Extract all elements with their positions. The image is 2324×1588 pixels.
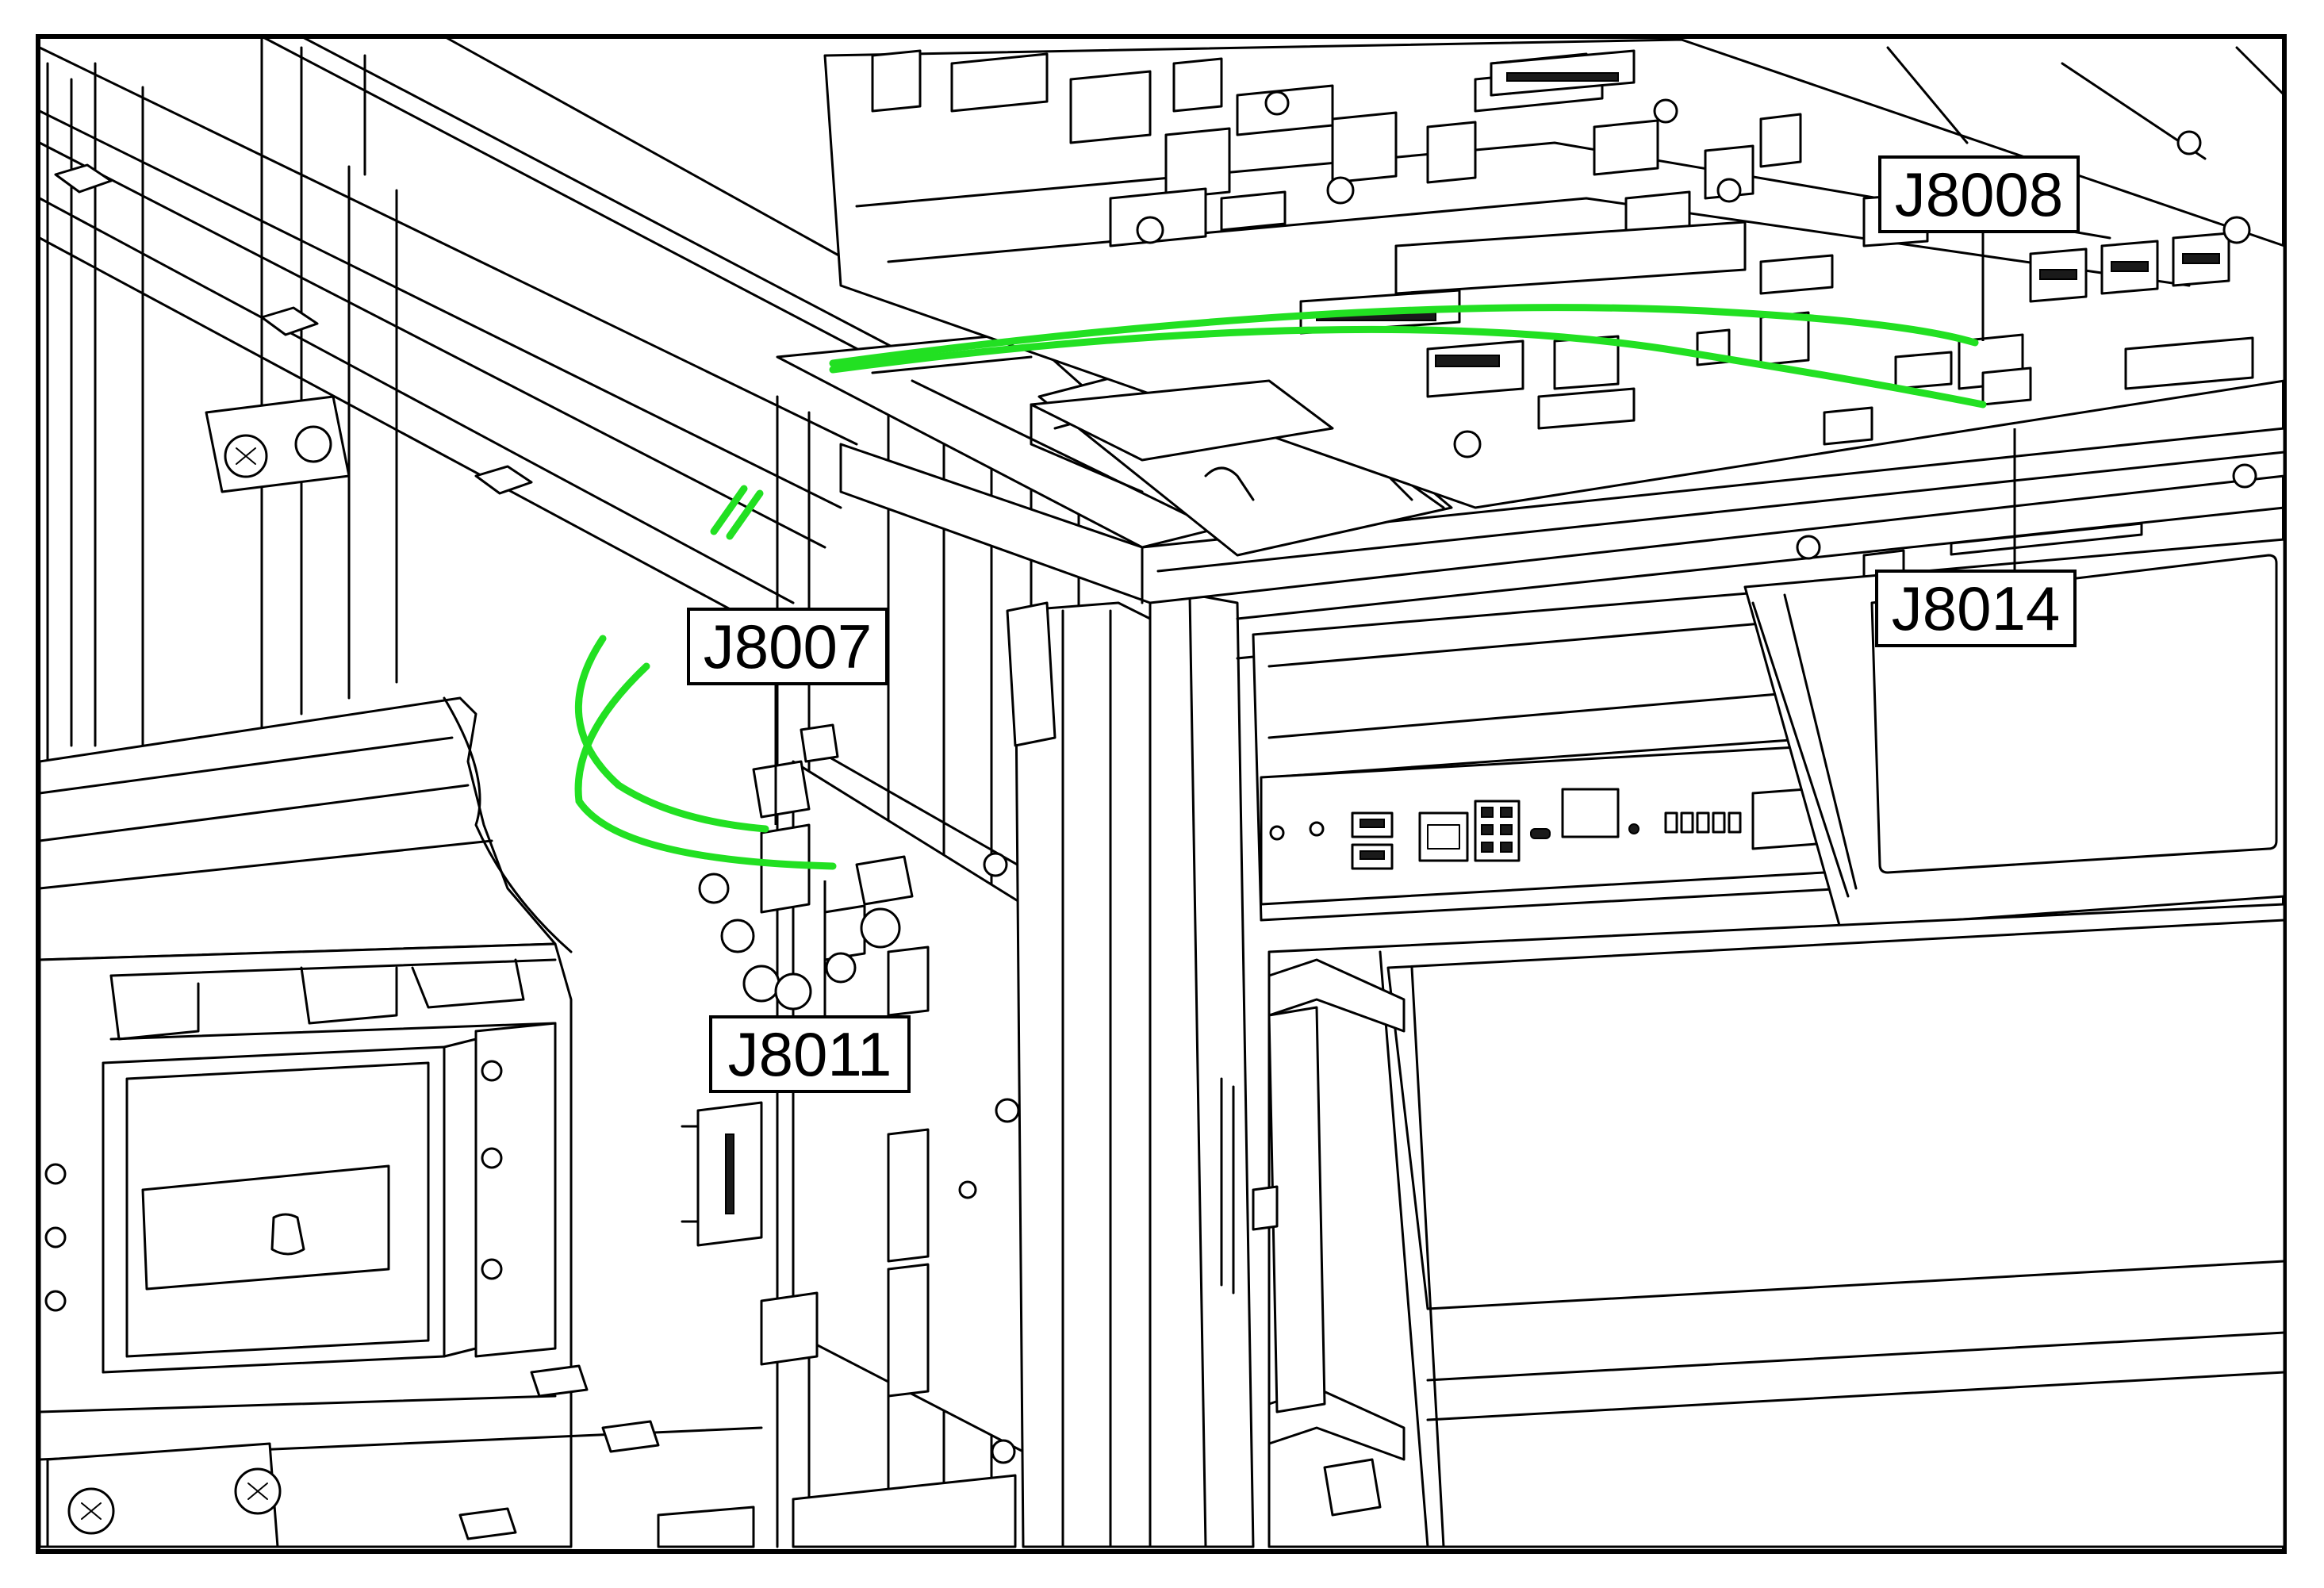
cable-j8007: [574, 635, 769, 833]
left-lower-tray: [38, 942, 763, 1548]
top-shelf: [776, 332, 2286, 660]
cable-j8014: [829, 325, 1987, 409]
callout-j8014: J8014: [1875, 428, 2077, 647]
cable-j8011: [574, 662, 837, 870]
cable-top-stub-b: [726, 489, 764, 540]
callout-j8011-label: J8011: [728, 1019, 892, 1089]
cable-top-stub-a: [710, 485, 748, 535]
callout-j8008-label: J8008: [1895, 159, 2064, 229]
callout-j8008: J8008: [1878, 155, 2080, 341]
callout-j8014-label: J8014: [1892, 573, 2061, 643]
rail-lugs: [54, 163, 533, 495]
left-cutaway-panel: [38, 696, 573, 961]
center-panel: [657, 371, 1080, 1548]
cable-j8008: [829, 304, 1979, 367]
front-box: [1030, 379, 1334, 493]
front-posts: [1006, 585, 1255, 1548]
callout-j8011: J8011: [709, 880, 911, 1093]
rear-screw-bracket: [205, 395, 351, 493]
callout-j8007: J8007: [687, 608, 888, 825]
cable-routing: [574, 304, 1987, 870]
front-door: [1252, 903, 2286, 1548]
callout-j8007-label: J8007: [704, 612, 872, 681]
